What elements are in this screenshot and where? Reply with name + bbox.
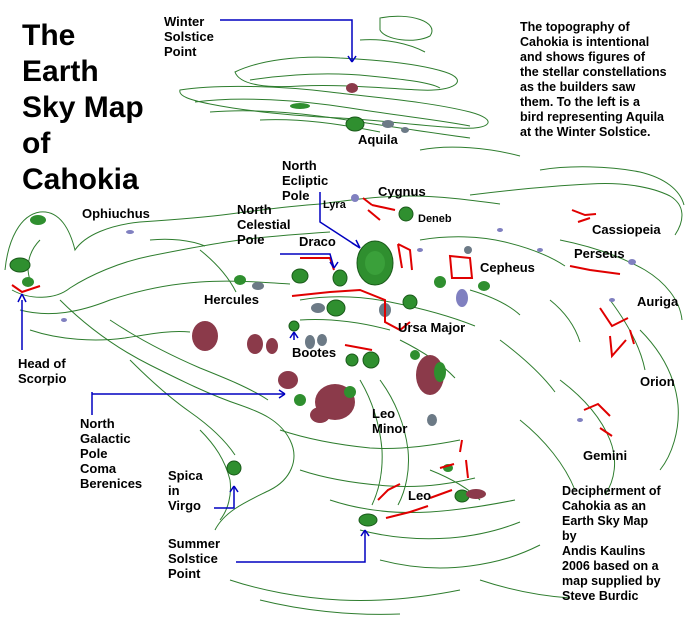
label-orion: Orion [640,374,675,389]
label-gemini: Gemini [583,448,628,463]
label-cepheus: Cepheus [480,260,535,275]
label-north-galactic-pole: North Galactic Pole Coma Berenices [80,416,143,491]
mounds [9,83,636,527]
label-perseus: Perseus [574,246,625,261]
label-summer-solstice: Summer Solstice Point [168,536,221,581]
label-ophiuchus: Ophiuchus [82,206,150,221]
intro-note: The topography of Cahokia is intentional… [520,20,667,139]
topography-contours [4,15,685,615]
label-lyra: Lyra [323,199,346,211]
map-title: The Earth Sky Map of Cahokia [22,19,144,196]
label-deneb: Deneb [418,213,452,225]
label-winter-solstice: Winter Solstice Point [164,14,214,59]
label-north-ecliptic-pole: North Ecliptic Pole [282,158,329,203]
label-head-of-scorpio: Head of Scorpio [18,356,67,386]
credit-note: Decipherment of Cahokia as an Earth Sky … [562,484,661,603]
label-ursa-major: Ursa Major [398,320,466,335]
label-north-celestial-pole: North Celestial Pole [237,202,291,247]
label-leo: Leo [408,488,432,503]
label-hercules: Hercules [204,292,259,307]
label-spica: Spica in Virgo [168,468,203,513]
label-bootes: Bootes [292,345,337,360]
label-aquila: Aquila [358,132,398,147]
label-cassiopeia: Cassiopeia [592,222,661,237]
label-draco: Draco [299,234,336,249]
pointer-lines [17,19,370,563]
label-cygnus: Cygnus [378,184,426,199]
label-leo-minor: Leo Minor [372,406,408,436]
label-auriga: Auriga [637,294,679,309]
